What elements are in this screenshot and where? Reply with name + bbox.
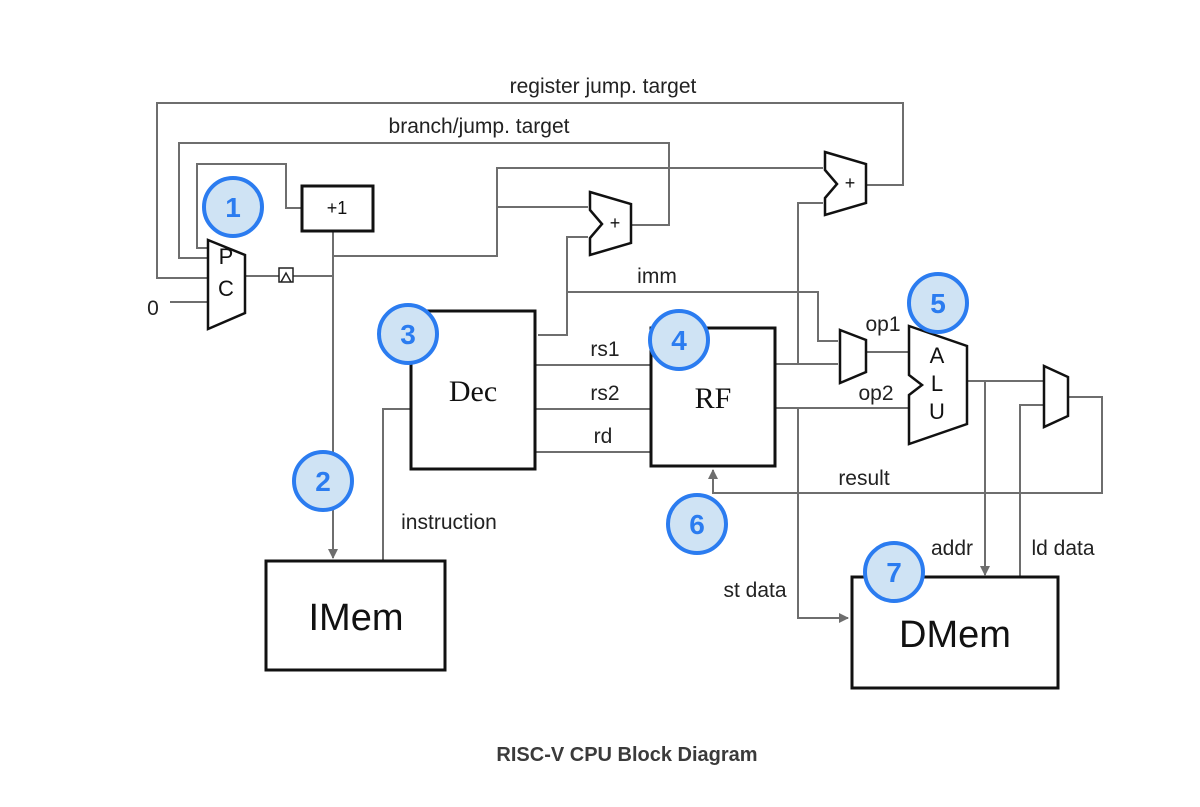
- wires: [156, 102, 1103, 623]
- branch-adder: [588, 190, 633, 257]
- diagram-caption: RISC-V CPU Block Diagram: [496, 744, 758, 766]
- badge-3: 3: [377, 303, 439, 365]
- wire-plus-one-feedback: [196, 163, 302, 249]
- svg-text:4: 4: [671, 325, 687, 356]
- increment-block: [300, 184, 375, 233]
- svg-text:3: 3: [400, 319, 416, 350]
- op1-label: op1: [865, 313, 900, 336]
- wire-instruction: [382, 408, 410, 560]
- imem-label: IMem: [309, 597, 404, 639]
- wire-register-jump-target: [156, 102, 904, 279]
- badge-6: 6: [666, 493, 728, 555]
- result-mux: [1042, 364, 1070, 429]
- pc-letter-p: P: [219, 244, 234, 269]
- ld-data-label: ld data: [1031, 537, 1094, 560]
- alu-letter-a: A: [930, 343, 945, 368]
- increment-label: +1: [327, 198, 348, 218]
- wire-pc-to-adders: [333, 167, 823, 257]
- alu-letter-u: U: [929, 399, 945, 424]
- svg-text:6: 6: [689, 509, 705, 540]
- op1-mux: [838, 328, 868, 385]
- badge-7: 7: [863, 541, 925, 603]
- register-jump-adder: [823, 150, 868, 217]
- register-jump-target-label: register jump. target: [510, 75, 697, 98]
- zero-label: 0: [147, 297, 159, 320]
- svg-text:2: 2: [315, 466, 331, 497]
- rd-label: rd: [594, 425, 613, 448]
- svg-text:5: 5: [930, 288, 946, 319]
- dmem-label: DMem: [899, 614, 1011, 656]
- wire-branch-jump-target: [178, 142, 670, 259]
- wire-ld-data: [1019, 404, 1044, 576]
- wire-imm-adder: [538, 236, 588, 336]
- op2-label: op2: [858, 382, 893, 405]
- badge-5: 5: [907, 272, 969, 334]
- wire-rf-adder2: [797, 202, 823, 364]
- badge-2: 2: [292, 450, 354, 512]
- rs2-label: rs2: [590, 382, 619, 405]
- wire-imm: [567, 291, 838, 342]
- branch-adder-label: +: [610, 213, 621, 233]
- instruction-label: instruction: [401, 511, 497, 534]
- badge-1: 1: [202, 176, 264, 238]
- st-data-label: st data: [723, 579, 786, 602]
- branch-jump-target-label: branch/jump. target: [389, 115, 570, 138]
- register-jump-adder-label: +: [845, 173, 856, 193]
- pc-register: P C: [206, 238, 247, 331]
- addr-label: addr: [931, 537, 973, 560]
- imm-label: imm: [637, 265, 677, 288]
- svg-text:1: 1: [225, 192, 241, 223]
- result-label: result: [838, 467, 890, 490]
- decoder-label: Dec: [449, 375, 497, 408]
- svg-text:7: 7: [886, 557, 902, 588]
- badge-4: 4: [648, 309, 710, 371]
- register-file-label: RF: [695, 382, 732, 415]
- wire-st-data: [797, 408, 849, 623]
- wire-result: [708, 396, 1103, 494]
- rs1-label: rs1: [590, 338, 619, 361]
- imem-block: [264, 559, 447, 672]
- alu-block: [907, 324, 969, 446]
- clock-register-icon: [278, 267, 294, 283]
- alu-letter-l: L: [931, 371, 943, 396]
- pc-letter-c: C: [218, 276, 234, 301]
